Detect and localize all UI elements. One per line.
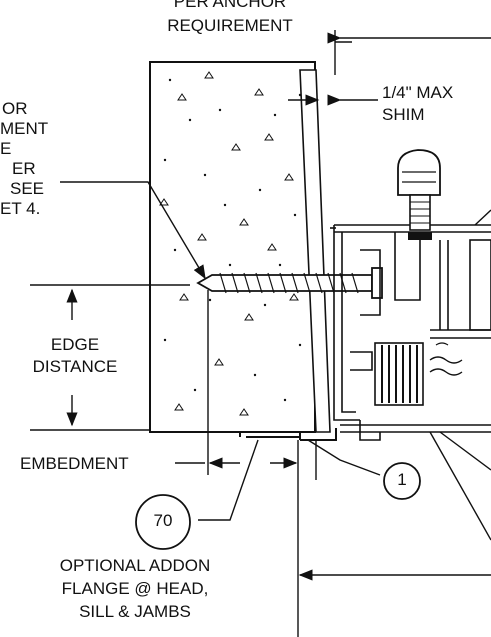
- glazing-block: [374, 342, 463, 406]
- per-anchor-line-2: REQUIREMENT: [167, 16, 293, 35]
- edge-distance-label: EDGE DISTANCE: [5, 335, 145, 377]
- addon-flange-line-2: FLANGE @ HEAD,: [61, 579, 209, 598]
- callout-1-number: 1: [397, 470, 407, 489]
- hardware-knob: [397, 149, 441, 240]
- dimension-lines: [30, 30, 491, 637]
- callout-circle-1: [383, 462, 421, 500]
- per-anchor-line-1: PER ANCHOR: [173, 0, 287, 11]
- addon-flange-line-3: SILL & JAMBS: [79, 602, 191, 621]
- addon-flange-line-1: OPTIONAL ADDON: [59, 556, 211, 575]
- concrete-substrate: [149, 61, 316, 433]
- anchor-embedment-note: OR MENT E ER SEE ET 4.: [0, 99, 48, 219]
- per-anchor-requirement-label: PER ANCHOR REQUIREMENT: [140, 0, 320, 36]
- anchor-note-line-5: SEE: [10, 179, 45, 198]
- addon-flange: [239, 428, 337, 441]
- anchor-note-line-2: MENT: [0, 119, 49, 138]
- edge-distance-line-1: EDGE: [50, 335, 100, 354]
- anchor-note-line-1: OR: [2, 99, 28, 118]
- shim-label: 1/4" MAX SHIM: [382, 83, 453, 125]
- anchor-note-line-6: ET 4.: [0, 199, 41, 218]
- anchor-note-line-4: ER: [12, 159, 36, 178]
- shim-line-1: 1/4" MAX: [382, 83, 454, 102]
- window-frame-profile: [330, 224, 491, 441]
- optional-addon-flange-label: OPTIONAL ADDON FLANGE @ HEAD, SILL & JAM…: [35, 556, 235, 622]
- callout-70-number: 70: [153, 511, 173, 530]
- callout-circle-70: [135, 494, 191, 550]
- edge-distance-line-2: DISTANCE: [32, 357, 118, 376]
- embedment-label: EMBEDMENT: [20, 454, 129, 473]
- shim-line-2: SHIM: [382, 105, 425, 124]
- anchor-note-line-3: E: [0, 139, 12, 158]
- shim: [299, 69, 331, 433]
- anchor-screw: [196, 267, 383, 299]
